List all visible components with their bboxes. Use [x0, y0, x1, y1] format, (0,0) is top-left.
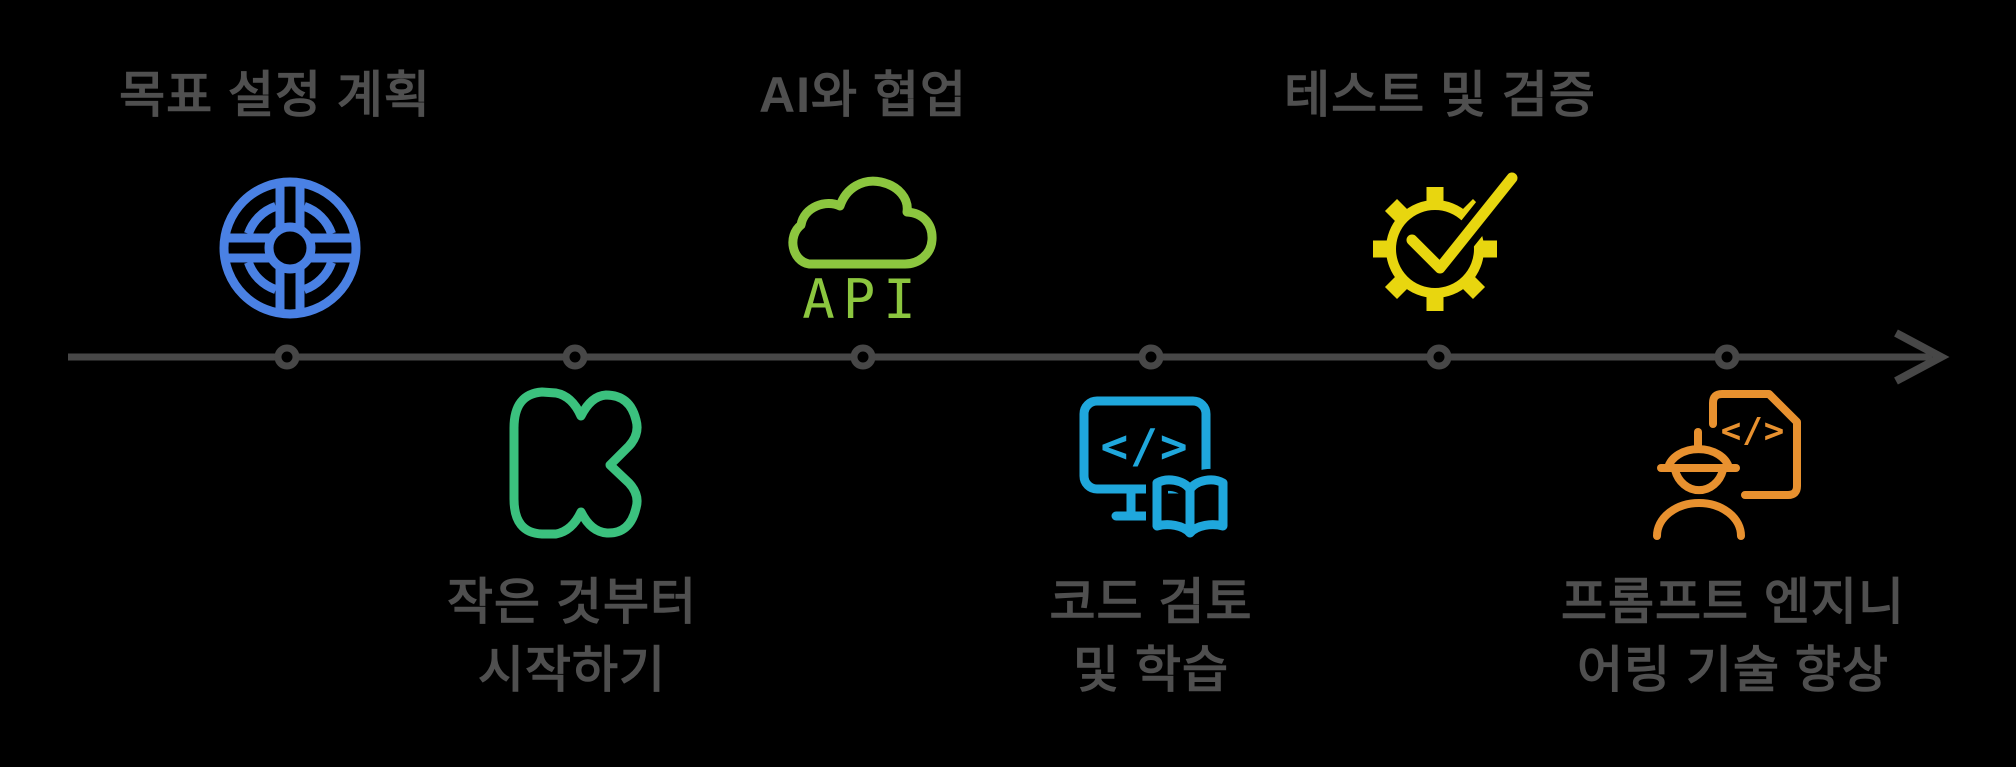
target-icon	[219, 177, 361, 319]
timeline-dot	[1426, 344, 1452, 370]
step-label-code-review: 코드 검토 및 학습	[1050, 568, 1253, 704]
document-outline	[1709, 390, 1801, 499]
target-arc	[302, 202, 336, 236]
target-spokes	[226, 184, 354, 312]
timeline-axis	[68, 329, 1950, 385]
timeline-arrowhead-icon	[1894, 329, 1950, 385]
monitor-outline	[1079, 396, 1211, 494]
step-label-prompt-engineering: 프롬프트 엔지니 어링 기술 향상	[1561, 568, 1905, 704]
target-arc	[302, 260, 336, 294]
timeline-dot	[850, 344, 876, 370]
label-line: 코드 검토	[1049, 574, 1253, 630]
step-label-ai-collaboration: AI와 협업	[759, 64, 967, 126]
open-book-icon	[1152, 475, 1228, 538]
gear-checkmark-icon	[1373, 165, 1525, 311]
label-line: 시작하기	[478, 642, 666, 698]
target-center-ring	[264, 222, 316, 274]
cloud-outline	[788, 176, 937, 269]
step-label-test-verification: 테스트 및 검증	[1284, 64, 1596, 126]
timeline-dot	[274, 344, 300, 370]
timeline-dot	[1138, 344, 1164, 370]
label-line: AI와 협업	[759, 67, 967, 123]
checkmark	[1406, 172, 1518, 274]
code-monitor-book-icon: </>	[1079, 396, 1234, 544]
cloud-api-icon: API	[788, 176, 937, 331]
label-line: 프롬프트 엔지니	[1561, 574, 1905, 630]
timeline-dot	[562, 344, 588, 370]
person-shoulders	[1653, 499, 1745, 540]
letter-k-icon	[509, 387, 642, 539]
label-line: 작은 것부터	[447, 574, 697, 630]
document-code-text: </>	[1721, 411, 1785, 451]
letter-k-outline	[509, 387, 642, 539]
label-line: 및 학습	[1073, 642, 1229, 698]
step-label-goal-planning: 목표 설정 계획	[119, 64, 431, 126]
api-text: API	[802, 268, 924, 331]
target-outer-ring	[219, 177, 361, 319]
code-text: </>	[1100, 419, 1189, 473]
label-line: 어링 기술 향상	[1577, 642, 1889, 698]
label-line: 목표 설정 계획	[119, 67, 431, 123]
timeline-dot	[1714, 344, 1740, 370]
target-arc	[244, 202, 278, 236]
target-arc	[244, 260, 278, 294]
step-label-start-small: 작은 것부터 시작하기	[447, 568, 697, 704]
label-line: 테스트 및 검증	[1284, 67, 1596, 123]
engineer-document-icon: </>	[1647, 390, 1801, 546]
person-head	[1671, 466, 1727, 495]
monitor-stand	[1111, 486, 1151, 521]
